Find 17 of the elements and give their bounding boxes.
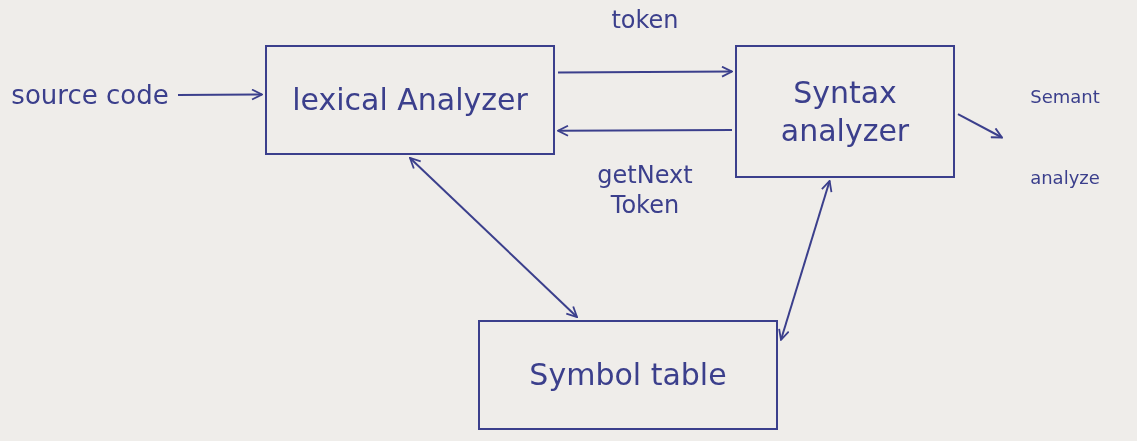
arrow (957, 113, 1003, 139)
arrow (177, 88, 263, 101)
process-box (478, 320, 778, 430)
process-box (265, 45, 555, 155)
text-label: Semant (1030, 86, 1100, 109)
edge-label: getNext Token (596, 160, 694, 220)
text-label: analyze (1030, 166, 1100, 189)
box-label: Symbol table (529, 356, 727, 394)
arrow (557, 65, 733, 78)
box-label: lexical Analyzer (292, 81, 528, 119)
text-label: source code (11, 78, 169, 112)
process-box (735, 45, 955, 178)
arrow (557, 124, 733, 137)
arrow (409, 157, 578, 318)
edge-label: token (610, 5, 680, 35)
box-label: Syntax analyzer (779, 74, 911, 149)
arrow (778, 180, 833, 341)
